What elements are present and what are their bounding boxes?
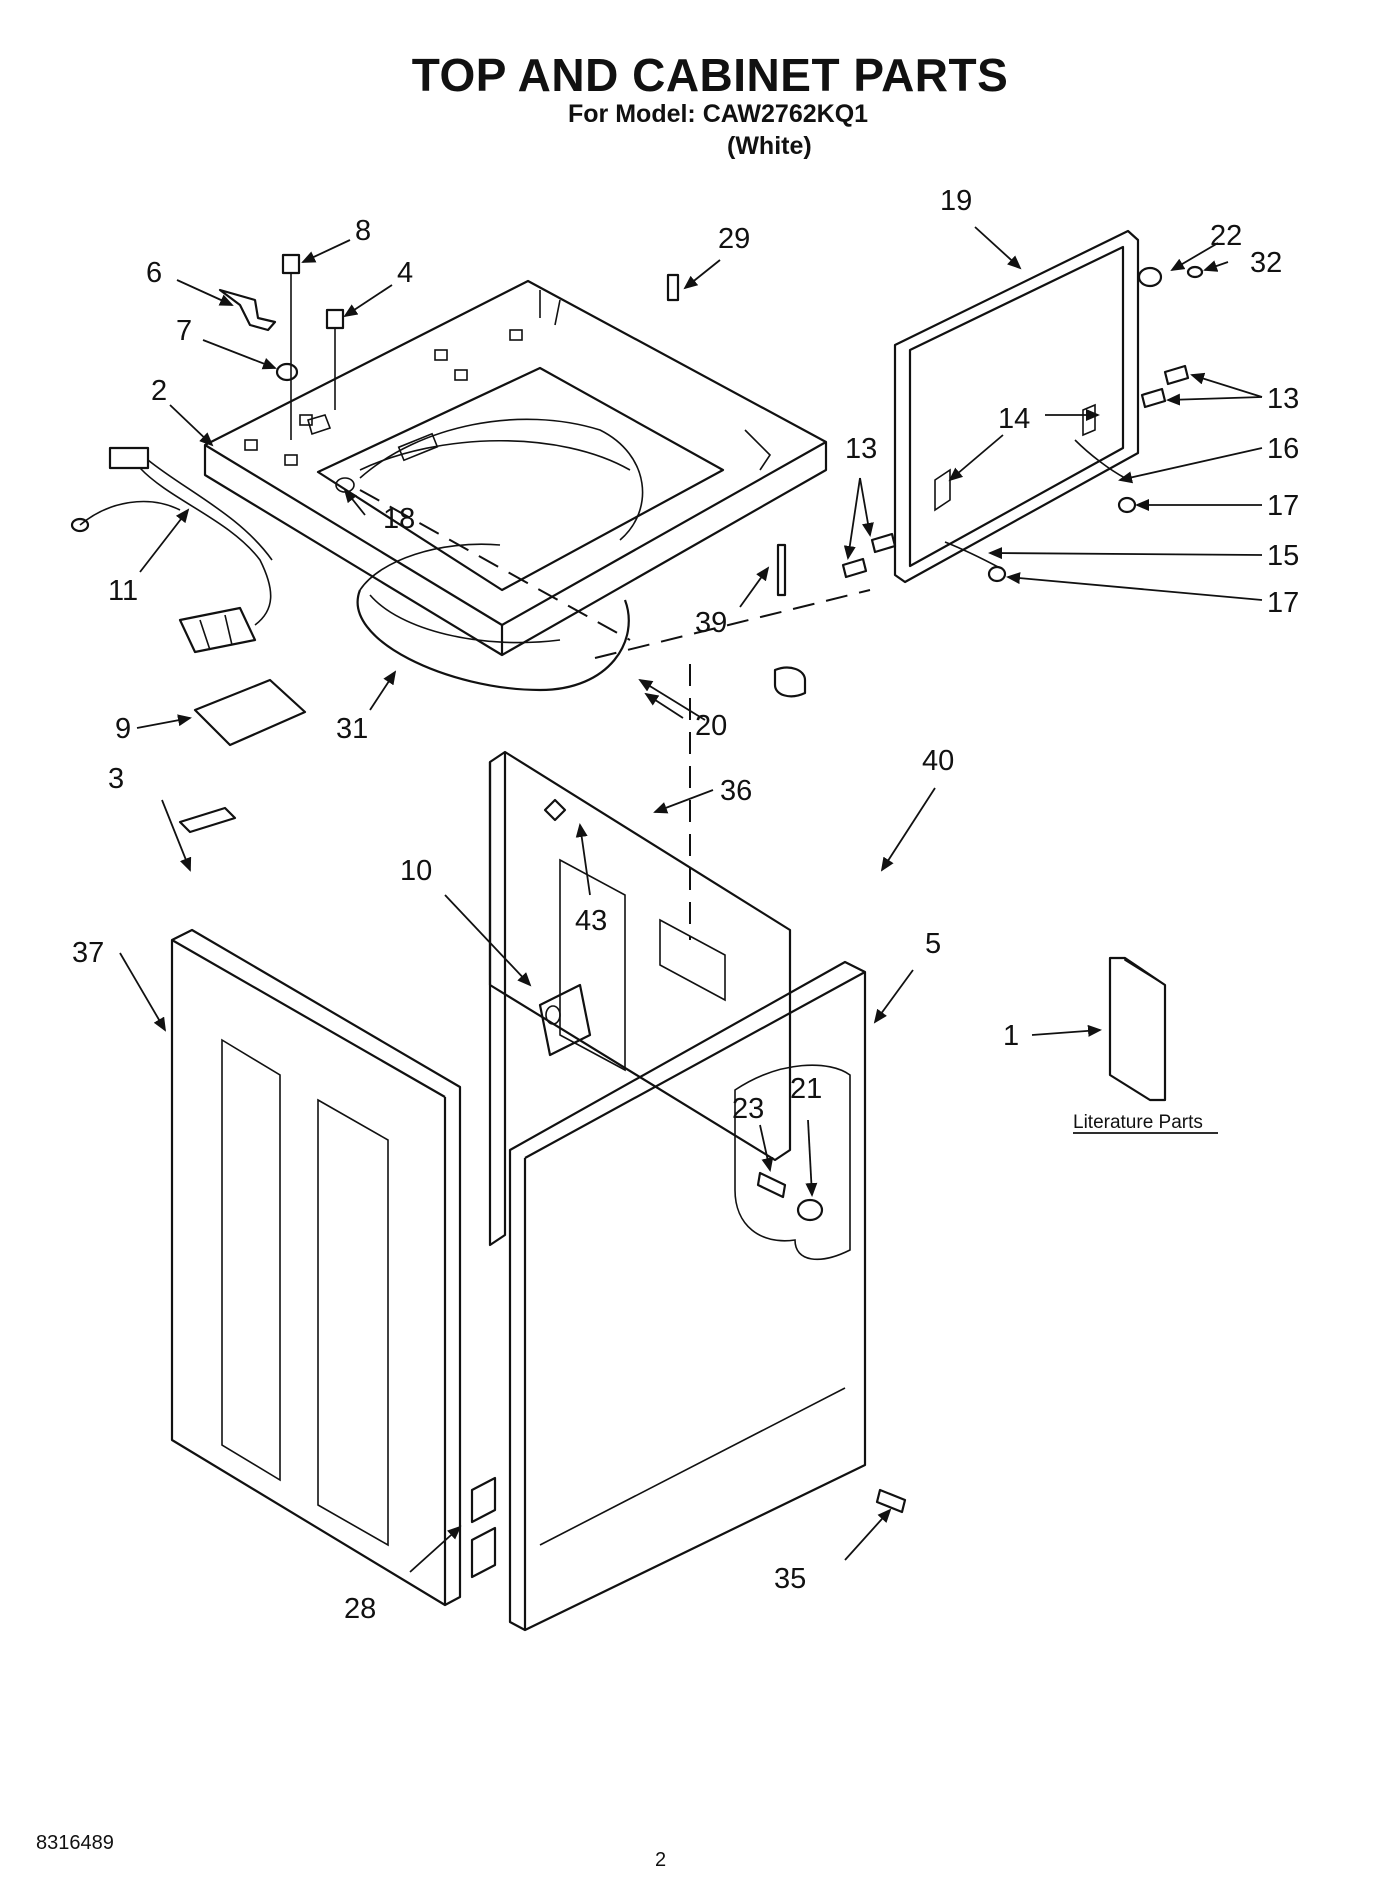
callout-6: 6: [146, 257, 162, 289]
callout-15: 15: [1267, 540, 1299, 572]
callout-28: 28: [344, 1593, 376, 1625]
callout-10: 10: [400, 855, 432, 887]
model-number: For Model: CAW2762KQ1: [568, 100, 869, 128]
callout-31: 31: [336, 713, 368, 745]
callout-9: 9: [115, 713, 131, 745]
callout-8: 8: [355, 215, 371, 247]
callout-22: 22: [1210, 220, 1242, 252]
callout-17: 17: [1267, 490, 1299, 522]
literature-booklet: [1108, 956, 1167, 1102]
top-hardware: [218, 253, 807, 698]
literature-parts-label: Literature Parts: [1073, 1112, 1203, 1133]
callout-5: 5: [925, 928, 941, 960]
top-panel: [203, 279, 828, 657]
callout-40: 40: [922, 745, 954, 777]
page-number: 2: [655, 1849, 667, 1871]
callout-14: 14: [998, 403, 1030, 435]
callout-1: 1: [1003, 1020, 1019, 1052]
callout-3: 3: [108, 763, 124, 795]
left-side-panel: [170, 806, 497, 1607]
document-number: 8316489: [36, 1832, 114, 1854]
callout-4: 4: [397, 257, 413, 289]
console-frame: [841, 229, 1204, 584]
callout-39: 39: [695, 607, 727, 639]
assembly-line: [594, 589, 871, 659]
callout-13: 13: [1267, 383, 1299, 415]
callout-43: 43: [575, 905, 607, 937]
leader-lines: [119, 226, 1263, 1573]
callout-13: 13: [845, 433, 877, 465]
callout-18: 18: [383, 503, 415, 535]
callout-19: 19: [940, 185, 972, 217]
callout-11: 11: [108, 575, 138, 607]
callout-35: 35: [774, 1563, 806, 1595]
model-color: (White): [727, 132, 812, 160]
callout-2: 2: [151, 375, 167, 407]
callout-32: 32: [1250, 247, 1282, 279]
callout-numbers: 8 6 4 7 2 11 9 31 29 18 20 39 19 22 32 1…: [72, 185, 1299, 1625]
callout-37: 37: [72, 937, 104, 969]
rear-panel: [488, 750, 792, 1247]
callout-29: 29: [718, 223, 750, 255]
callout-16: 16: [1267, 433, 1299, 465]
callout-17: 17: [1267, 587, 1299, 619]
right-side-panel: [508, 960, 907, 1632]
callout-21: 21: [790, 1073, 822, 1105]
tub-ring: [356, 543, 630, 692]
assembly-line: [359, 489, 631, 641]
page-title: TOP AND CABINET PARTS: [411, 49, 1009, 101]
label-sheet: [193, 678, 307, 747]
callout-23: 23: [732, 1093, 764, 1125]
callout-7: 7: [176, 315, 192, 347]
callout-20: 20: [695, 710, 727, 742]
callout-36: 36: [720, 775, 752, 807]
wire-harness: [70, 446, 273, 654]
